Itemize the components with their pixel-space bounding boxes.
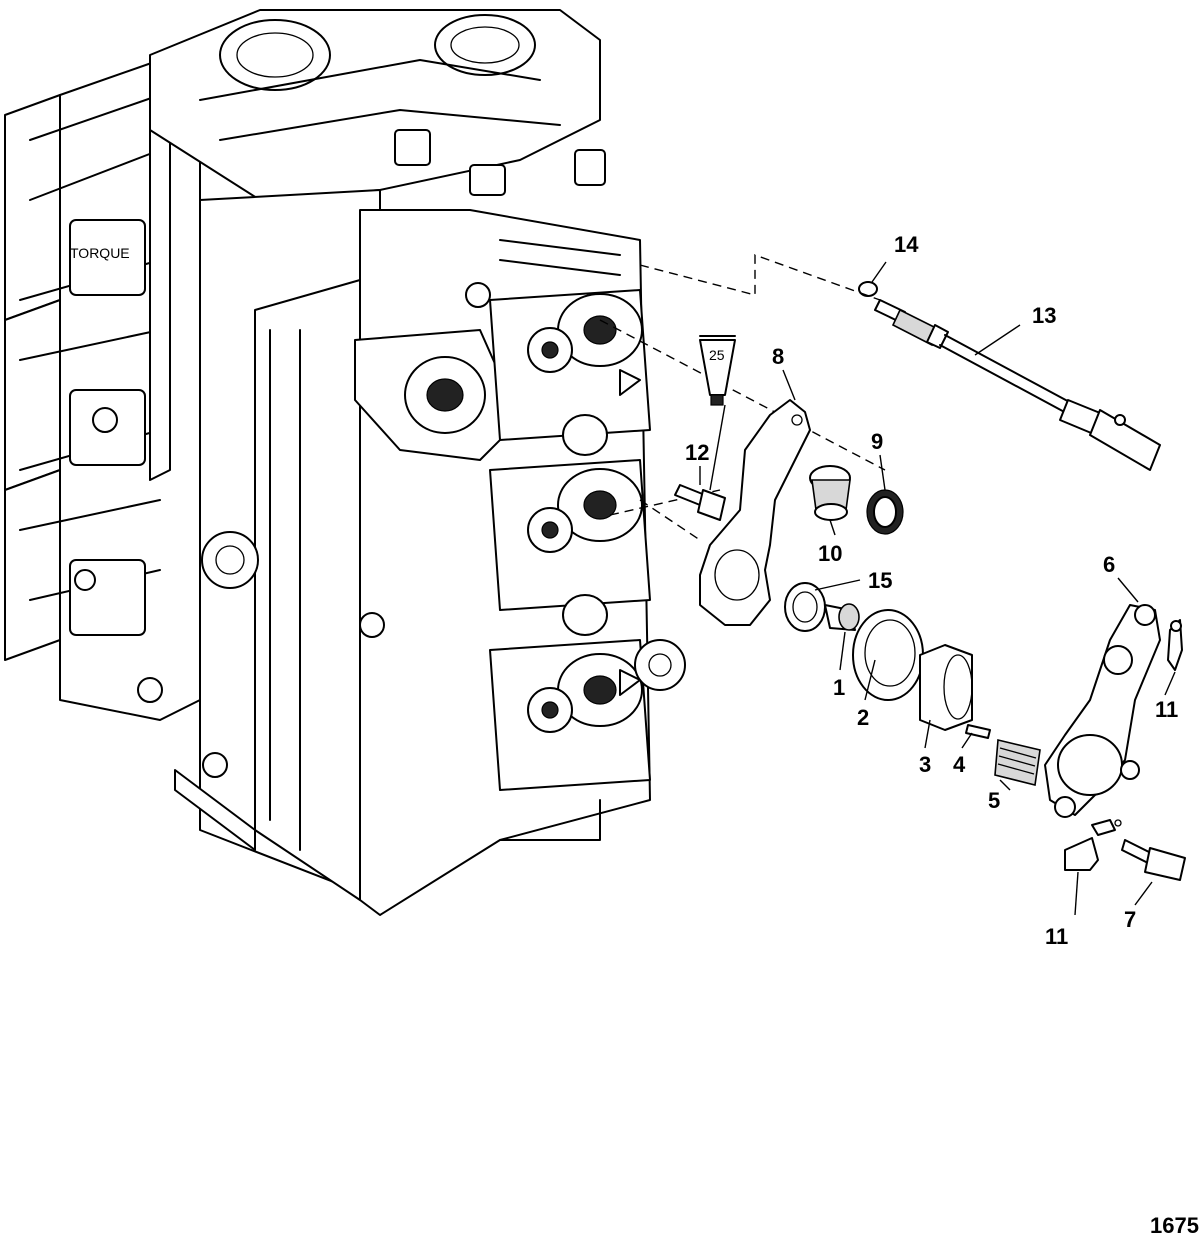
- tube-label: 25: [709, 347, 725, 363]
- part-3-sleeve: [919, 644, 973, 731]
- part-13-temperature-sensor: [874, 299, 1161, 471]
- part-2-grommet: [852, 609, 924, 701]
- callout-10: 10: [818, 541, 842, 566]
- callout-1: 1: [833, 675, 845, 700]
- callout-11-upper: 11: [1155, 697, 1178, 722]
- part-11-clip-lower: [1064, 819, 1116, 871]
- callout-numbers: 14 13 8 9 12 10 15 1 2 3 4 5 6 11 11 7: [685, 232, 1178, 949]
- callout-2: 2: [857, 705, 869, 730]
- part-7-bolt: [1114, 819, 1186, 881]
- part-1-poppet-valve: [824, 603, 860, 631]
- sealant-tube-icon: 25: [699, 335, 736, 406]
- part-6-thermostat-cover: [1044, 604, 1161, 818]
- callout-8: 8: [772, 344, 784, 369]
- callout-13: 13: [1032, 303, 1056, 328]
- engine-block-illustration: TORQUE: [4, 9, 686, 916]
- callout-12: 12: [685, 440, 709, 465]
- callout-3: 3: [919, 752, 931, 777]
- part-9-seal: [866, 489, 904, 535]
- callout-15: 15: [868, 568, 892, 593]
- figure-number: 1675: [1150, 1213, 1199, 1238]
- callout-7: 7: [1124, 907, 1136, 932]
- part-15-washer: [784, 582, 826, 632]
- part-4-pin: [965, 724, 991, 739]
- part-14-o-ring: [858, 281, 878, 297]
- cylinder-pockets: [489, 289, 651, 791]
- part-5-spring: [994, 739, 1041, 786]
- callout-5: 5: [988, 788, 1000, 813]
- callout-6: 6: [1103, 552, 1115, 577]
- part-11-clip-upper: [1167, 619, 1183, 671]
- leader-lines: [699, 261, 1176, 916]
- callout-11-lower: 11: [1045, 924, 1068, 949]
- callout-14: 14: [894, 232, 919, 257]
- callout-4: 4: [953, 752, 966, 777]
- part-12-bolt: [674, 484, 726, 521]
- decal-text: TORQUE: [70, 245, 130, 261]
- part-10-thermostat: [809, 465, 851, 521]
- part-8-gasket: [699, 399, 811, 626]
- callout-9: 9: [871, 429, 883, 454]
